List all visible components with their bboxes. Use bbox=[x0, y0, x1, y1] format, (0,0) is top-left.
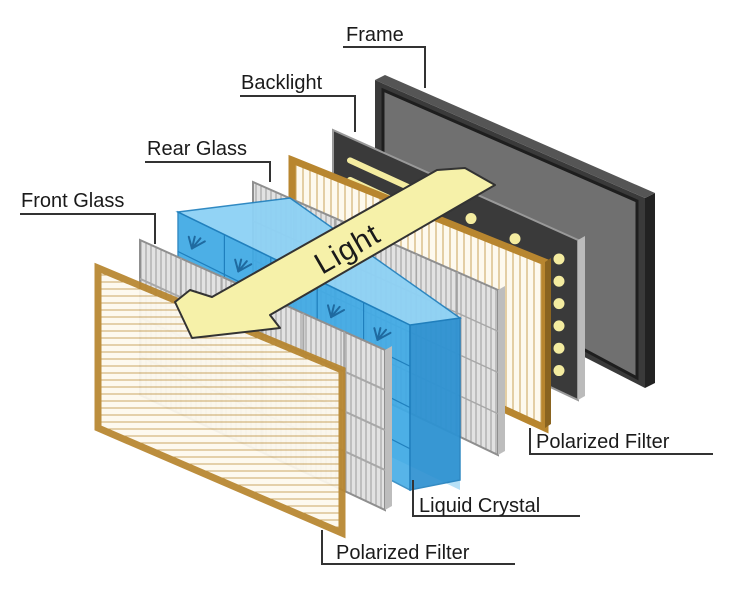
leader-lines bbox=[20, 46, 713, 565]
polarized-filter-front-layer bbox=[94, 262, 346, 539]
frame-label: Frame bbox=[346, 24, 404, 46]
front-glass-label: Front Glass bbox=[21, 190, 124, 212]
polarized-filter-rear-label: Polarized Filter bbox=[536, 431, 670, 453]
rear-glass-label: Rear Glass bbox=[147, 138, 247, 160]
backlight-label: Backlight bbox=[241, 72, 323, 94]
liquid-crystal-label: Liquid Crystal bbox=[419, 495, 540, 517]
polarized-filter-front-label: Polarized Filter bbox=[336, 542, 470, 564]
